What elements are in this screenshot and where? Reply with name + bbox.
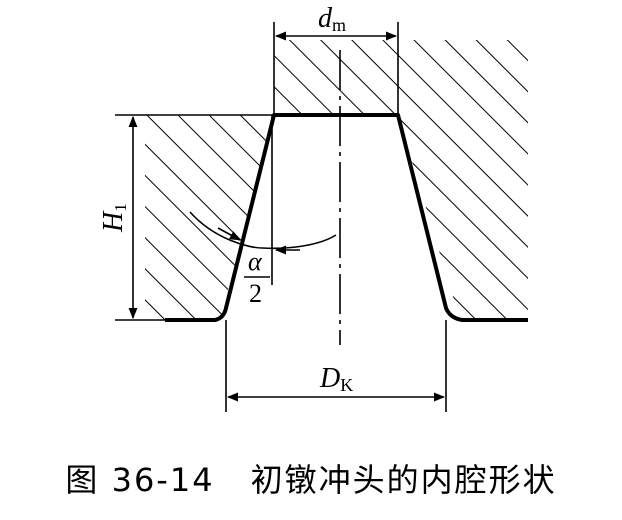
h1-label: H1 — [98, 203, 130, 233]
angle-arc — [189, 211, 337, 250]
figure-caption: 图 36-14 初镦冲头的内腔形状 — [0, 455, 622, 505]
cavity-outline — [165, 113, 528, 322]
dm-label: dm — [318, 3, 346, 35]
caption-title: 初镦冲头的内腔形状 — [250, 461, 557, 499]
angle-arrow-left — [217, 227, 241, 241]
hatched-material-top — [274, 40, 528, 115]
hatched-material-right — [398, 115, 528, 320]
hatched-material-left — [145, 115, 274, 320]
dk-label: DK — [319, 363, 353, 395]
alpha-label: α — [248, 247, 263, 276]
two-label: 2 — [249, 279, 262, 308]
caption-number: 图 36-14 — [65, 461, 215, 499]
